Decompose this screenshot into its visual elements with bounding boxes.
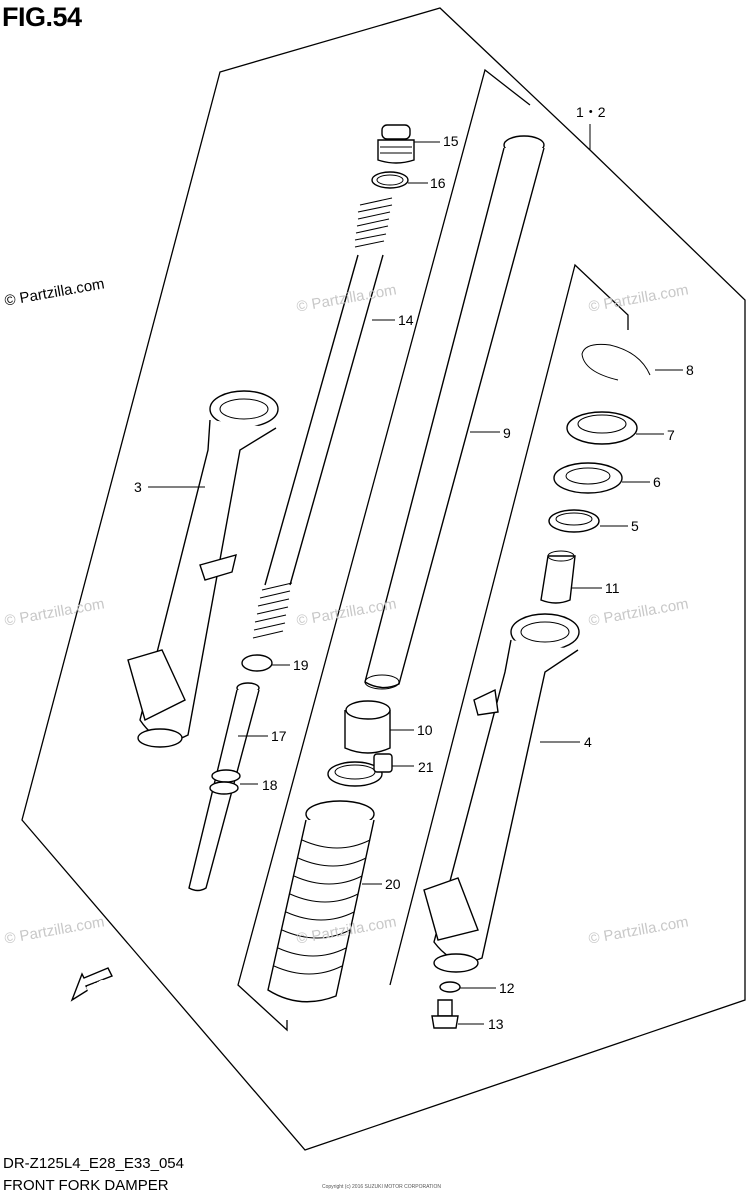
part-5-guide-bushing: [548, 509, 628, 533]
callout-18: 18: [262, 777, 278, 793]
part-6-washer: [553, 462, 650, 494]
callout-8: 8: [686, 362, 694, 378]
assembly-frame-outer: [21, 7, 746, 1151]
callout-5: 5: [631, 518, 639, 534]
model-code: DR-Z125L4_E28_E33_054: [3, 1155, 184, 1172]
callout-14: 14: [398, 312, 414, 328]
part-9-inner-tube: [364, 135, 545, 690]
callout-19: 19: [293, 657, 309, 673]
callout-15: 15: [443, 133, 459, 149]
part-4-outer-tube-right: [423, 613, 580, 973]
callout-17: 17: [271, 728, 287, 744]
callout-11: 11: [605, 580, 620, 596]
callout-21: 21: [418, 759, 434, 775]
part-8-circlip: [581, 343, 683, 381]
figure-title: FIG.54: [2, 2, 82, 32]
part-18-rod-ring: [209, 769, 258, 795]
callout-9: 9: [503, 425, 511, 441]
fwd-arrow: [70, 967, 113, 1002]
part-3-outer-tube-left: [127, 390, 279, 748]
callout-20: 20: [385, 876, 401, 892]
callout-assembly-1-2: 1・2: [576, 104, 606, 120]
callout-4: 4: [584, 734, 592, 750]
assembly-frame-inner: [237, 68, 531, 1032]
figure-name: FRONT FORK DAMPER: [3, 1177, 169, 1194]
callout-13: 13: [488, 1016, 504, 1032]
copyright-notice: Copyright (c) 2016 SUZUKI MOTOR CORPORAT…: [322, 1184, 442, 1190]
callout-16: 16: [430, 175, 446, 191]
callout-3: 3: [134, 479, 142, 495]
callout-7: 7: [667, 427, 675, 443]
part-14-fork-spring: [252, 197, 395, 639]
callout-12: 12: [499, 980, 515, 996]
part-20-dust-boot: [267, 800, 382, 1003]
part-19-piston-ring: [241, 654, 290, 672]
callout-10: 10: [417, 722, 433, 738]
callout-6: 6: [653, 474, 661, 490]
assembly-frame-right: [389, 263, 629, 986]
part-7-oil-seal: [566, 411, 664, 445]
part-13-damper-bolt: [431, 999, 484, 1029]
part-11-oil-lock-piece: [540, 550, 602, 604]
part-12-gasket: [439, 981, 496, 993]
part-10-spacer: [344, 700, 414, 754]
part-16-o-ring: [371, 171, 428, 189]
part-15-cap-bolt: [377, 124, 440, 164]
part-21-boot-clamp: [327, 753, 414, 787]
